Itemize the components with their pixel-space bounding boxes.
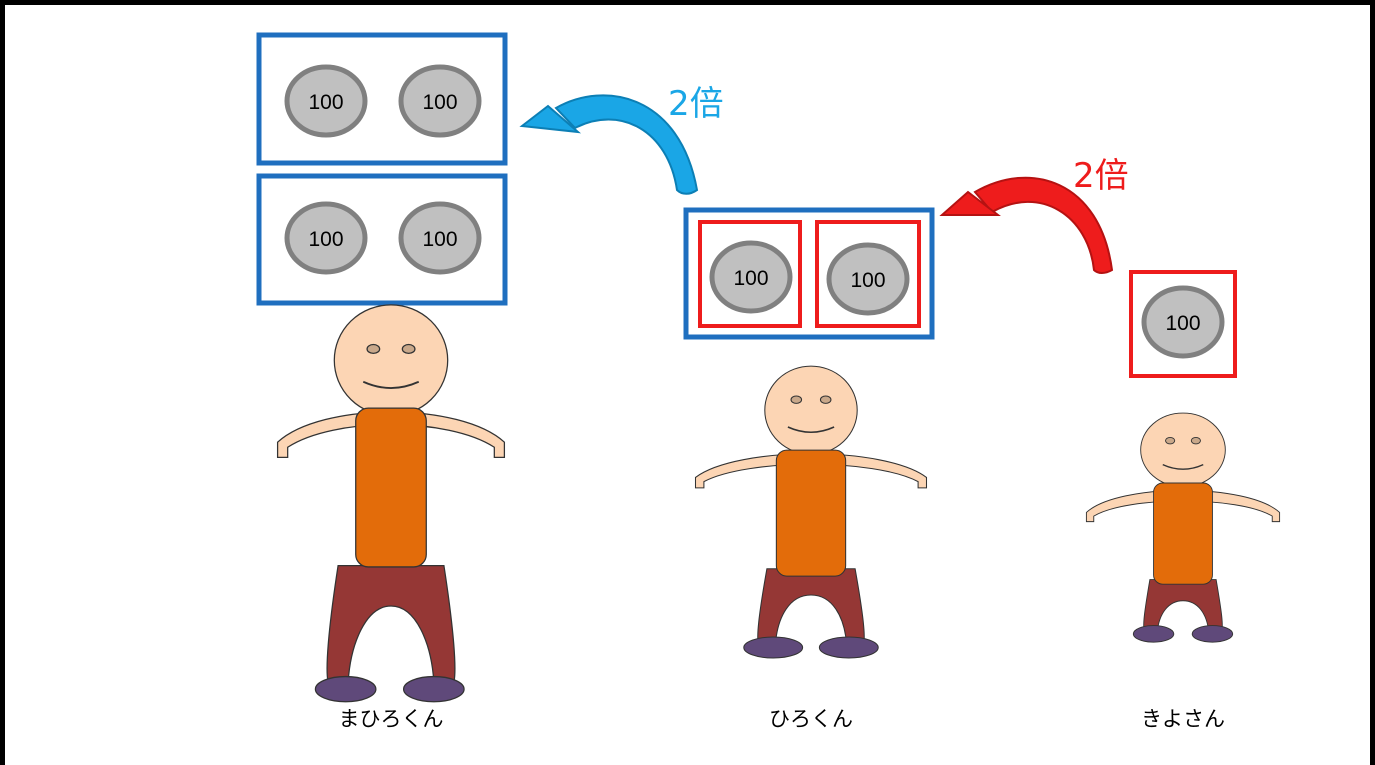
coin-label: 100	[733, 267, 768, 290]
coin-label: 100	[1165, 312, 1200, 335]
kiyo-coin-group: 100	[1129, 270, 1237, 378]
eye	[819, 395, 832, 404]
coin-label: 100	[850, 269, 885, 292]
smile	[1162, 463, 1204, 470]
blue-arrow-label: 2倍	[668, 84, 724, 124]
eye	[1190, 436, 1201, 445]
coin-label: 100	[308, 228, 343, 251]
red-coin-box	[698, 220, 802, 328]
eye	[790, 395, 803, 404]
shoe	[314, 675, 377, 703]
red-arrow-shaft	[973, 176, 1114, 274]
coin-label: 100	[308, 91, 343, 114]
blue-coin-box	[683, 207, 935, 340]
smile	[362, 380, 420, 389]
smile	[787, 426, 835, 434]
coin: 100	[287, 67, 365, 135]
blue-double-arrow: 2倍	[519, 84, 724, 195]
coin-label: 100	[422, 228, 457, 251]
person-figure	[694, 365, 928, 659]
red-arrow-label: 2倍	[1073, 156, 1129, 196]
shoe	[818, 636, 879, 659]
figure-arms	[276, 411, 506, 458]
eye	[1165, 436, 1176, 445]
figure-head	[333, 304, 449, 417]
figure-legs	[757, 568, 865, 646]
coin-label: 100	[422, 91, 457, 114]
figure-body	[1153, 482, 1213, 585]
figure-legs	[326, 565, 456, 683]
person-name-label: ひろくん	[769, 707, 853, 731]
blue-coin-box	[256, 173, 508, 306]
coin: 100	[1144, 288, 1222, 356]
shoe	[1191, 625, 1234, 643]
person-name-label: まひろくん	[339, 707, 444, 731]
red-coin-box	[1129, 270, 1237, 378]
blue-coin-box	[256, 32, 508, 166]
red-double-arrow: 2倍	[939, 156, 1129, 274]
figure-body	[355, 407, 427, 568]
eye	[366, 343, 381, 355]
hiro-coin-group: 100 100	[683, 207, 935, 340]
shoe	[743, 636, 804, 659]
figure-body	[775, 449, 847, 577]
figure-head	[764, 365, 858, 455]
blue-arrow-head	[519, 104, 582, 134]
shoe	[1132, 625, 1175, 643]
red-coin-box	[815, 220, 921, 328]
figure-head	[1140, 412, 1226, 488]
person-figure	[1085, 412, 1281, 643]
shoe	[402, 675, 465, 703]
figure-arms	[1085, 489, 1281, 523]
blue-arrow-shaft	[554, 94, 699, 195]
figure-arms	[694, 453, 928, 489]
person-name-label: きよさん	[1141, 707, 1225, 731]
coin: 100	[287, 204, 365, 272]
person-figure	[276, 304, 506, 703]
coin: 100	[712, 243, 790, 311]
coin: 100	[401, 204, 479, 272]
coin: 100	[401, 67, 479, 135]
red-arrow-head	[939, 190, 1001, 216]
figure-legs	[1143, 579, 1223, 633]
mahiro-coin-group: 100 100 100 100	[256, 32, 508, 306]
coin: 100	[829, 245, 907, 313]
eye	[401, 343, 416, 355]
